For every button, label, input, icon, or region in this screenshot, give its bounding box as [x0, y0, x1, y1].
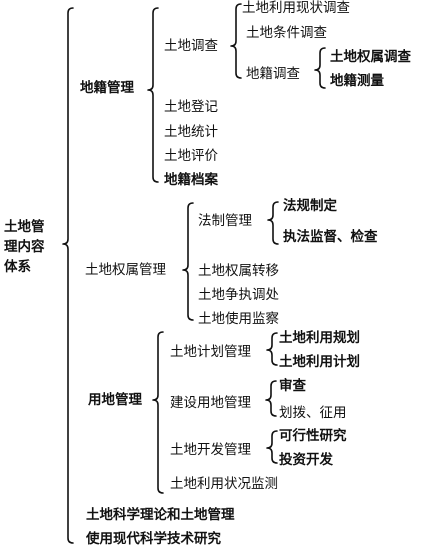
node-land-statistics: 土地统计 [164, 124, 218, 140]
brace-construction [265, 380, 277, 417]
node-land-use-management: 用地管理 [88, 392, 142, 408]
node-regulation-formulation: 法规制定 [283, 198, 337, 214]
node-allocation-acquisition: 划拨、征用 [279, 405, 347, 421]
brace-development [266, 430, 278, 464]
node-cadastral-mapping: 地籍测量 [330, 73, 384, 89]
node-legal-management: 法制管理 [198, 213, 252, 229]
node-review: 审查 [279, 378, 306, 394]
node-investment-development: 投资开发 [279, 452, 333, 468]
root-label-line-2: 理内容 [4, 239, 45, 255]
node-land-ownership-transfer: 土地权属转移 [198, 263, 279, 279]
brace-legal [267, 201, 279, 245]
brace-planning [266, 332, 278, 366]
node-law-enforcement-inspection: 执法监督、检查 [283, 229, 378, 245]
node-land-use-monitoring: 土地利用状况监测 [170, 476, 278, 492]
node-land-science-theory: 土地科学理论和土地管理 [86, 507, 235, 523]
node-cadastral-survey: 地籍调查 [246, 66, 300, 82]
node-land-ownership-management: 土地权属管理 [85, 262, 166, 278]
node-land-use-status-survey: 土地利用现状调查 [242, 0, 350, 16]
node-land-development-management: 土地开发管理 [170, 442, 251, 458]
root-label-line-3: 体系 [4, 259, 31, 275]
node-land-evaluation: 土地评价 [164, 148, 218, 164]
node-land-use-plan: 土地利用计划 [279, 354, 360, 370]
node-land-use-supervision: 土地使用监察 [198, 311, 279, 327]
node-land-use-planning: 土地利用规划 [279, 330, 360, 346]
brace-cadastral-survey [314, 47, 326, 89]
node-cadastral-archives: 地籍档案 [164, 172, 218, 188]
brace-root [62, 7, 74, 544]
node-land-registration: 土地登记 [164, 99, 218, 115]
node-modern-tech-research: 使用现代科学技术研究 [86, 531, 221, 547]
node-cadastral-management: 地籍管理 [80, 80, 134, 96]
brace-ownership [182, 202, 194, 321]
brace-land-survey [230, 3, 242, 79]
node-land-planning-management: 土地计划管理 [170, 344, 251, 360]
node-land-ownership-survey: 土地权属调查 [330, 49, 411, 65]
node-land-survey: 土地调查 [164, 38, 218, 54]
brace-cadastral [147, 7, 159, 183]
node-construction-land-management: 建设用地管理 [170, 395, 251, 411]
node-land-condition-survey: 土地条件调查 [246, 25, 327, 41]
brace-land-use [152, 331, 164, 494]
node-feasibility-study: 可行性研究 [279, 428, 347, 444]
node-land-dispute-mediation: 土地争执调处 [198, 287, 279, 303]
root-label-line-1: 土地管 [4, 219, 45, 235]
